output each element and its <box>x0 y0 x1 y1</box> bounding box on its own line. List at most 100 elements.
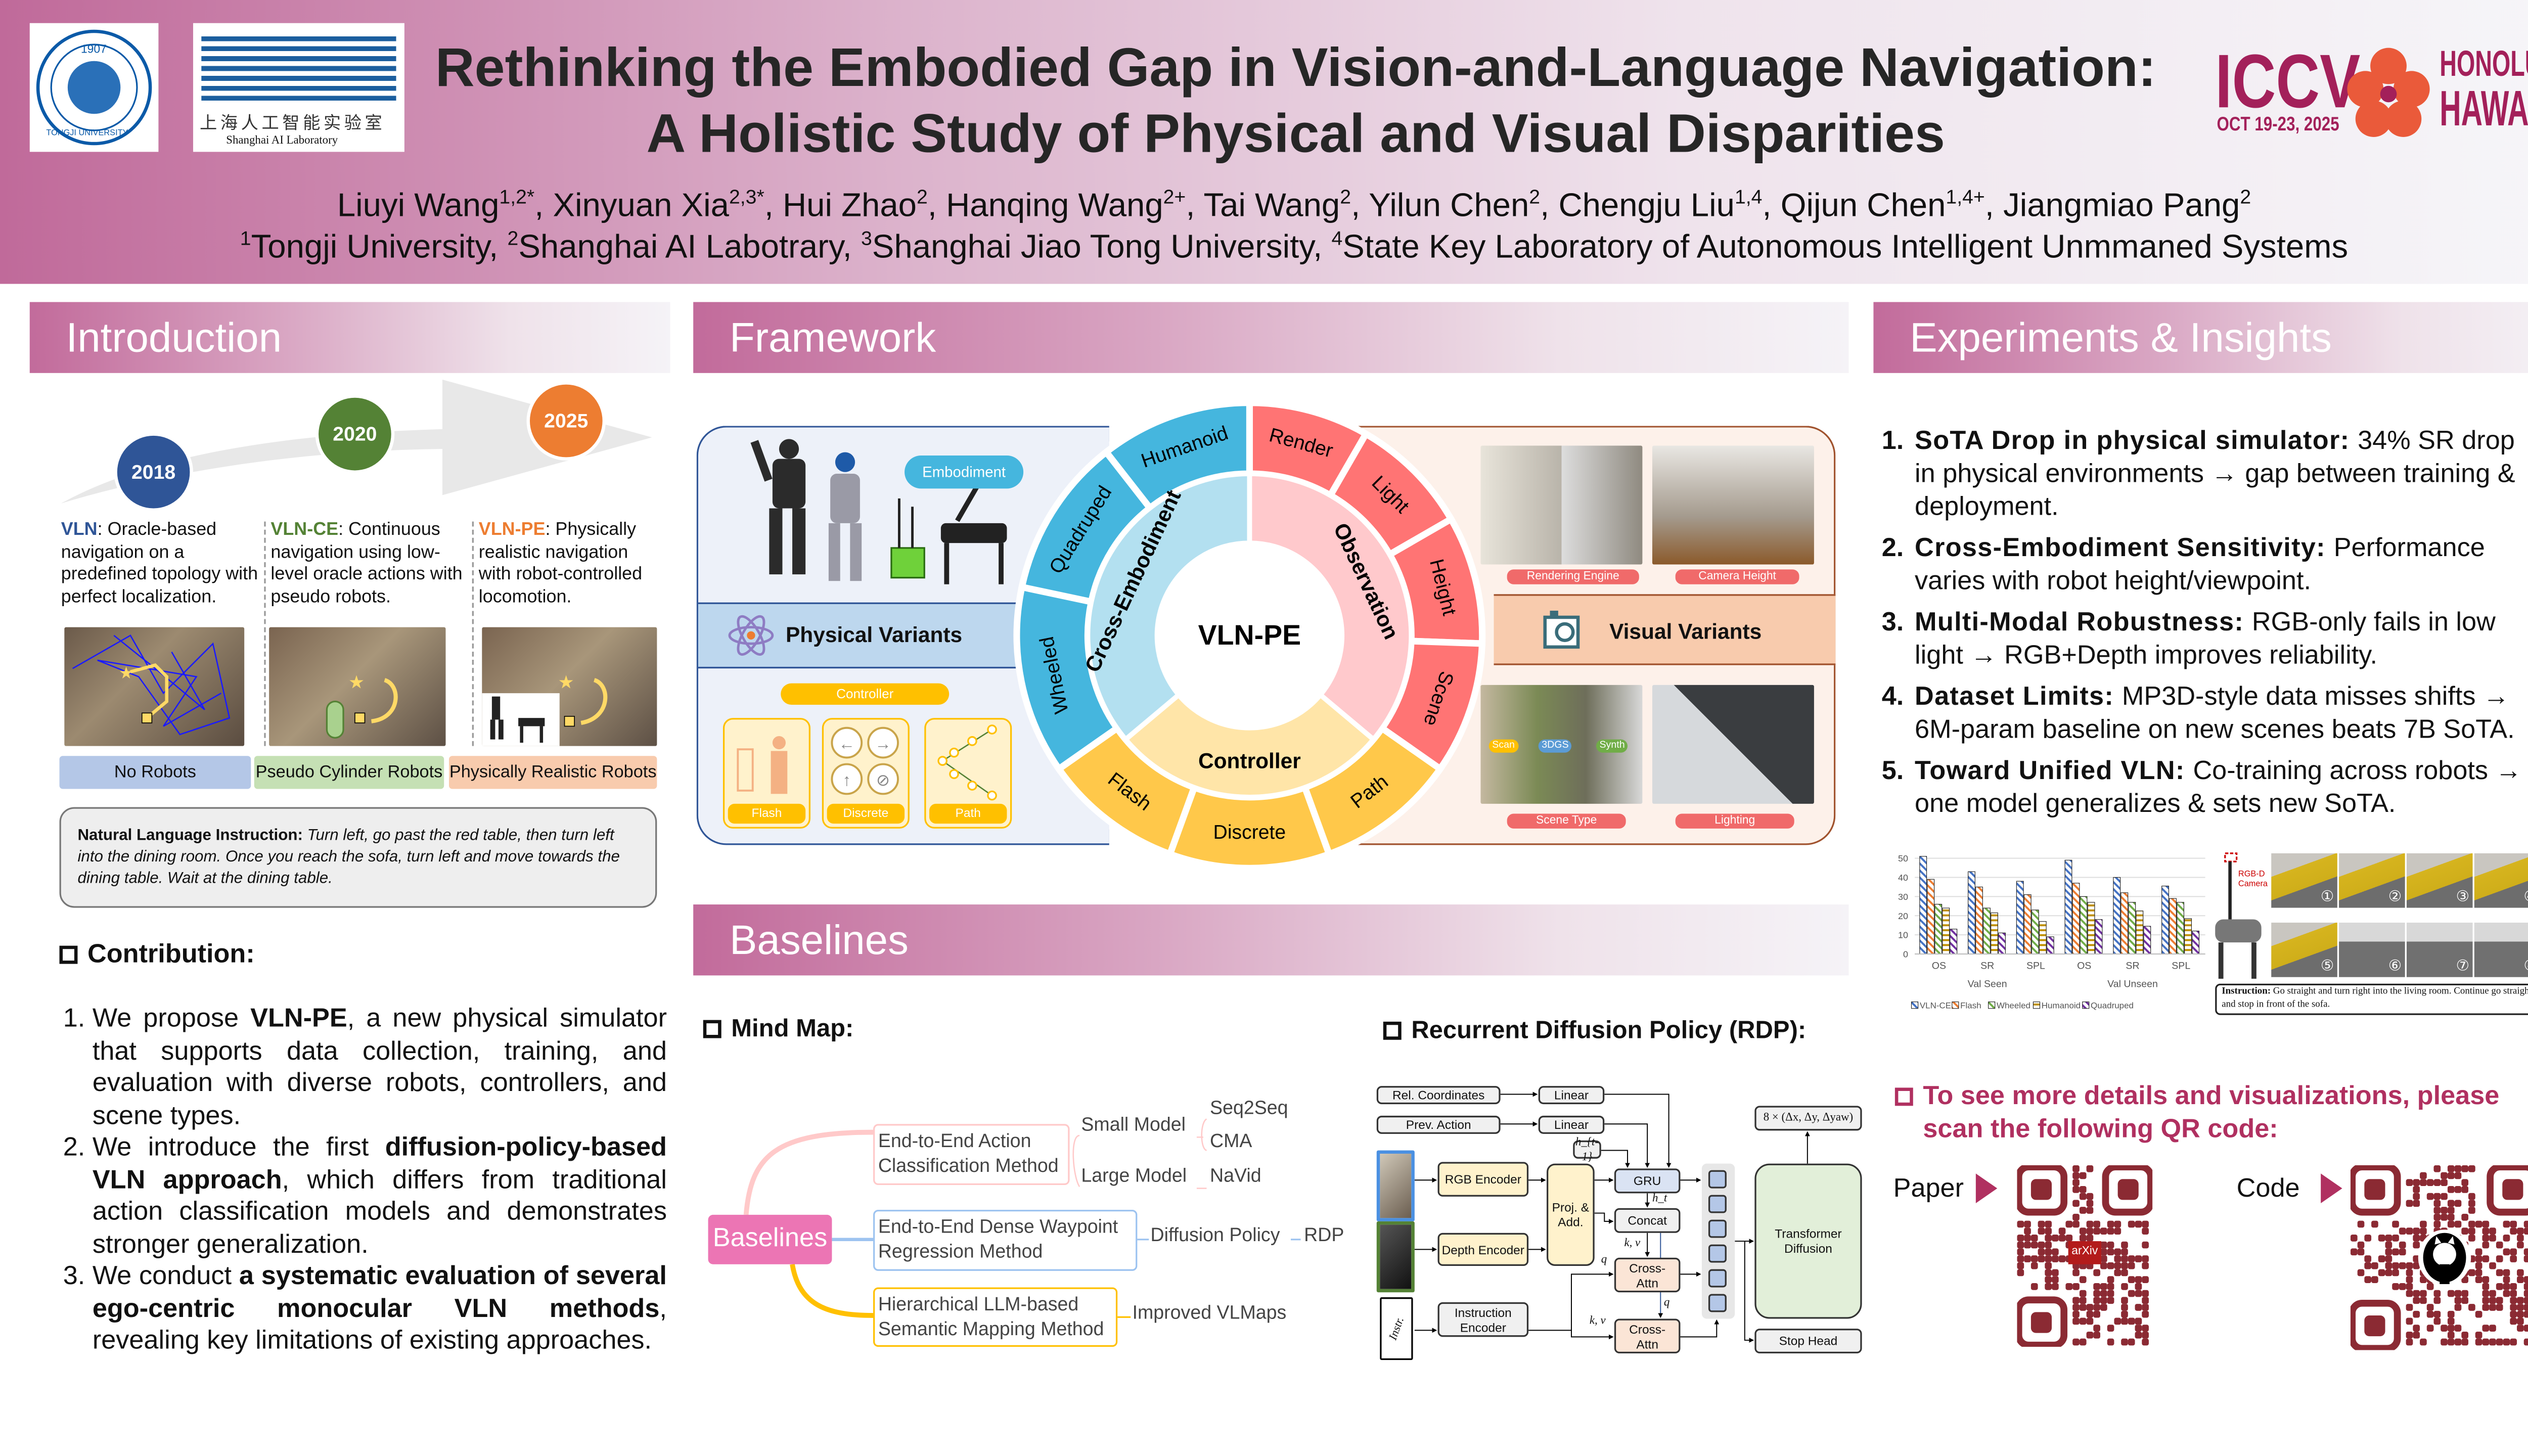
qr-module <box>2017 1220 2024 1228</box>
paper-qr-code[interactable] <box>2017 1165 2153 1347</box>
qr-module <box>2510 1297 2517 1304</box>
bar-flash-1 <box>1975 886 1983 954</box>
qr-module <box>2107 1338 2114 1346</box>
legend-label: Quadruped <box>2091 1001 2134 1011</box>
qr-module <box>2135 1304 2142 1311</box>
legend-swatch <box>1952 1002 1959 1009</box>
text-segment: Go straight and turn right into the livi… <box>2222 987 2528 1010</box>
qr-module <box>2030 1241 2038 1249</box>
bar-quadruped-3 <box>2095 919 2103 954</box>
x-tick-label: SPL <box>2172 960 2190 971</box>
qr-module <box>2523 1220 2528 1228</box>
mindmap-large-model: Large Model <box>1081 1167 1187 1187</box>
real-robot-demo: RGB-D Camera ①②③④⑤⑥⑦⑧ <box>2212 850 2528 985</box>
qr-module <box>2468 1234 2475 1242</box>
qr-module <box>2433 1297 2441 1304</box>
qr-module <box>2523 1248 2528 1256</box>
qr-module <box>2107 1241 2114 1249</box>
qr-module <box>2072 1317 2080 1325</box>
qr-module <box>2406 1338 2413 1346</box>
qr-module <box>2406 1200 2413 1207</box>
qr-module <box>2510 1227 2517 1235</box>
bar-vln-ce-3 <box>2064 859 2072 954</box>
svg-text:★: ★ <box>348 671 365 692</box>
text-segment: VLN-CE <box>270 520 339 540</box>
qr-module <box>2468 1220 2475 1228</box>
qr-module <box>2038 1255 2045 1262</box>
token <box>1708 1269 1727 1288</box>
qr-module <box>2468 1207 2475 1214</box>
qr-finder <box>2017 1296 2068 1347</box>
text-segment: VLN-PE <box>250 1005 347 1033</box>
legend-swatch <box>2033 1002 2041 1009</box>
insight-title: Toward Unified VLN: <box>1915 757 2193 786</box>
qr-module <box>2121 1283 2128 1290</box>
qr-module <box>2510 1255 2517 1262</box>
qr-module <box>2461 1338 2469 1346</box>
qr-module <box>2475 1248 2482 1256</box>
qr-module <box>2454 1220 2462 1228</box>
kv-label: k, v <box>1589 1313 1606 1327</box>
token <box>1708 1170 1727 1189</box>
outer-label-discrete: Discrete <box>1213 822 1286 843</box>
qr-module <box>2024 1255 2031 1262</box>
qr-module <box>2461 1213 2469 1221</box>
qr-module <box>2482 1276 2490 1283</box>
qr-module <box>2052 1248 2059 1256</box>
qr-module <box>2413 1241 2420 1249</box>
qr-module <box>2024 1241 2031 1249</box>
mindmap-root-baselines: Baselines <box>708 1214 832 1264</box>
code-qr-code[interactable] <box>2350 1165 2528 1350</box>
qr-heading-text: To see more details and visualizations, … <box>1923 1082 2500 1144</box>
cross-attn-node-2: Cross-Attn <box>1614 1318 1681 1354</box>
qr-module <box>2468 1269 2475 1277</box>
legend-swatch <box>1988 1002 1996 1009</box>
text-segment: VLN <box>61 520 98 540</box>
qr-module <box>2441 1179 2448 1187</box>
qr-module <box>2420 1172 2427 1179</box>
q-label: q <box>1601 1252 1607 1266</box>
bar-vln-ce-2 <box>2016 881 2024 954</box>
qr-module <box>2523 1290 2528 1297</box>
y-tick-label: 10 <box>1898 930 1908 940</box>
qr-module <box>2399 1227 2406 1235</box>
qr-module <box>2496 1297 2503 1304</box>
qr-module <box>2107 1283 2114 1290</box>
qr-module <box>2517 1227 2524 1235</box>
legend-label: Humanoid <box>2042 1001 2081 1011</box>
arrow-right-icon <box>1975 1173 1998 1203</box>
y-tick-label: 0 <box>1903 949 1908 960</box>
affiliation: 4State Key Laboratory of Autonomous Inte… <box>1331 226 2349 265</box>
legend-swatch <box>1911 1002 1919 1009</box>
qr-module <box>2420 1290 2427 1297</box>
qr-module <box>2079 1304 2087 1311</box>
qr-module <box>2135 1283 2142 1290</box>
qr-module <box>2045 1241 2052 1249</box>
legend-label: Flash <box>1960 1001 1981 1011</box>
y-tick-label: 50 <box>1898 853 1908 863</box>
qr-module <box>2510 1283 2517 1290</box>
qr-module <box>2392 1262 2399 1269</box>
qr-module <box>2523 1325 2528 1332</box>
qr-module <box>2052 1234 2059 1242</box>
insight-number: 3. <box>1881 609 1904 638</box>
svg-text:↑: ↑ <box>843 770 851 789</box>
label-physically-realistic-robots: Physically Realistic Robots <box>448 756 657 789</box>
affiliation: 3Shanghai Jiao Tong University <box>861 226 1314 265</box>
inner-label-controller: Controller <box>1198 749 1301 773</box>
qr-module <box>2045 1220 2052 1228</box>
instruction-input-image: Instr. <box>1380 1297 1413 1360</box>
qr-module <box>2017 1241 2024 1249</box>
qr-module <box>2114 1220 2121 1228</box>
bar-vln-ce-5 <box>2161 885 2169 954</box>
qr-module <box>2364 1262 2372 1269</box>
qr-module <box>2426 1193 2434 1200</box>
qr-module <box>2517 1241 2524 1249</box>
qr-module <box>2433 1200 2441 1207</box>
insight-title: SoTA Drop in physical simulator: <box>1915 427 2358 456</box>
qr-module <box>2107 1262 2114 1269</box>
bar-wheeled-3 <box>2080 896 2088 954</box>
qr-module <box>2079 1227 2087 1235</box>
qr-module <box>2413 1193 2420 1200</box>
qr-module <box>2482 1227 2490 1235</box>
